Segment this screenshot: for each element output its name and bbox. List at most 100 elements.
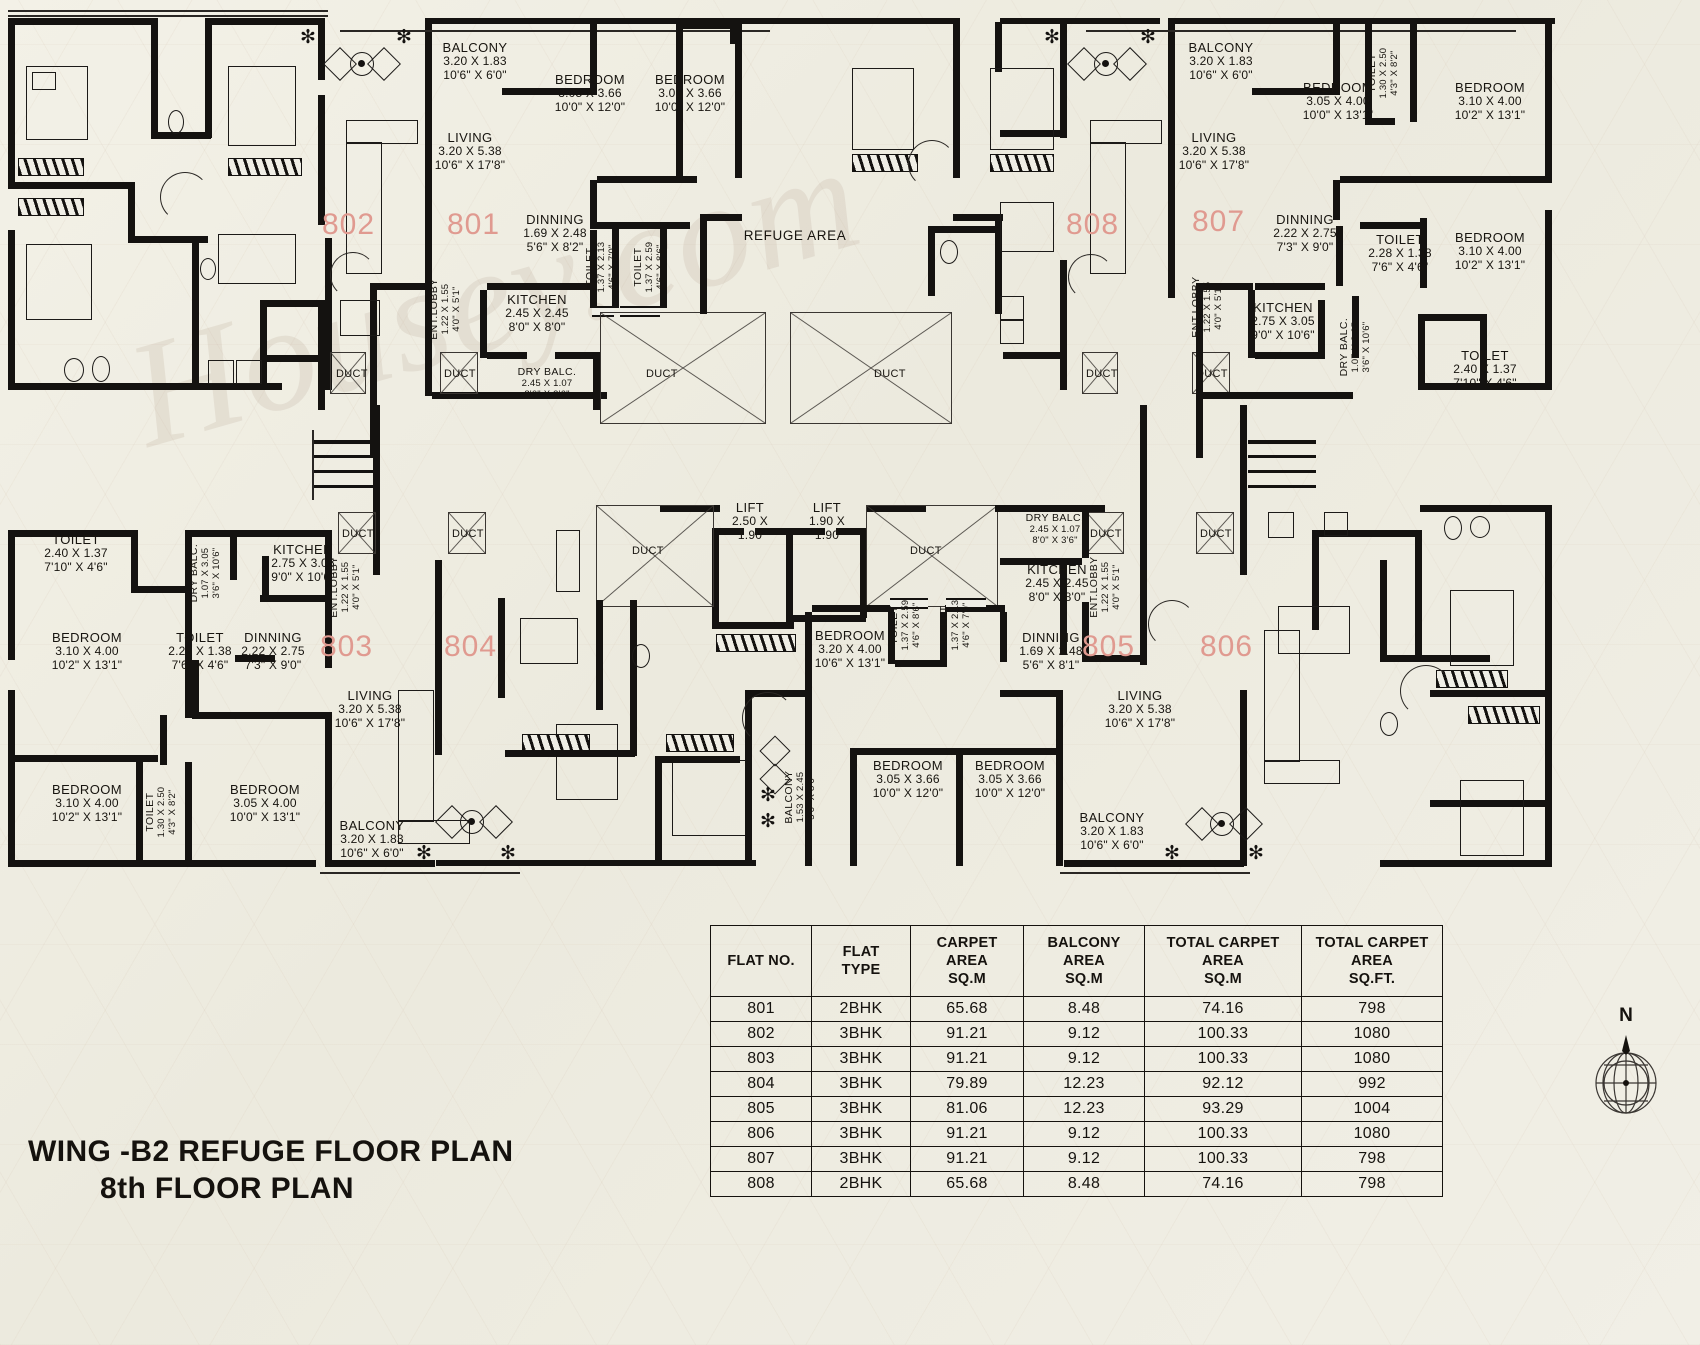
room-dim-m: 2.75 X 3.05 <box>271 556 335 571</box>
sofa <box>340 300 380 336</box>
cell-total-sqm: 93.29 <box>1144 1096 1302 1123</box>
wall <box>370 283 432 290</box>
counter <box>556 530 580 592</box>
door-swing <box>1068 254 1114 300</box>
wc <box>168 110 184 134</box>
room-name: BEDROOM <box>52 630 122 645</box>
wall <box>192 660 199 718</box>
counter <box>1324 512 1348 536</box>
wall <box>660 226 667 308</box>
room-name: BEDROOM <box>1455 80 1525 95</box>
page-title: WING -B2 REFUGE FLOOR PLAN 8th FLOOR PLA… <box>28 1133 513 1207</box>
room-dim-m: 3.20 X 1.83 <box>1189 54 1253 69</box>
cell-flat-type: 3BHK <box>811 1146 911 1173</box>
room-name: ENT.LOBBY <box>427 278 440 340</box>
wall <box>712 528 744 535</box>
door-swing <box>1148 600 1196 648</box>
compass-needle <box>1622 1035 1630 1055</box>
wall <box>752 690 807 697</box>
wall <box>505 750 635 757</box>
room-label-ent-lobby: ENT.LOBBY 1.22 X 1.55 4'0" X 5'1" <box>328 532 362 642</box>
col-header-line: SQ.M <box>1204 971 1242 988</box>
room-label-kitchen: KITCHEN 2.75 X 3.05 9'0" X 10'6" <box>1218 300 1348 343</box>
wall <box>128 182 135 242</box>
room-dim-m: 1.30 X 2.50 <box>156 786 168 838</box>
door-swing <box>330 252 376 298</box>
wall <box>630 600 637 756</box>
balcony-rail <box>8 15 328 17</box>
wall <box>262 556 269 598</box>
patio-table <box>460 810 484 834</box>
room-dim-ft: 10'6" X 17'8" <box>1178 157 1250 172</box>
wall <box>502 88 597 95</box>
plant-icon: ✻ <box>1248 843 1264 864</box>
room-dim-m: 3.20 X 1.83 <box>1080 824 1144 839</box>
cell-total-sqft: 1080 <box>1301 1121 1443 1148</box>
wall <box>318 18 325 80</box>
wall <box>1430 800 1550 807</box>
bed <box>990 68 1054 150</box>
sofa-l <box>1264 630 1300 762</box>
room-dim-m: 3.20 X 5.38 <box>1182 144 1246 159</box>
room-dim-m: 1.22 X 1.55 <box>340 561 352 613</box>
cell-balcony-sqm: 8.48 <box>1023 1171 1145 1198</box>
patio-table <box>1094 52 1118 76</box>
duct <box>866 505 998 607</box>
wall <box>590 22 597 92</box>
cell-carpet-sqm: 91.21 <box>910 1146 1024 1173</box>
lift-label-2: LIFT 1.90 X 1.90 <box>789 500 865 543</box>
wall <box>260 300 267 390</box>
wall <box>555 352 600 359</box>
room-label-dry-balc: DRY BALC. 1.07 X 3.05 3'6" X 10'6" <box>188 518 222 628</box>
cell-total-sqft: 1080 <box>1301 1046 1443 1073</box>
room-name: LIVING <box>1117 688 1163 703</box>
wall <box>425 296 432 396</box>
cell-flat-no: 807 <box>710 1146 812 1173</box>
wc <box>200 258 216 280</box>
counter <box>1268 512 1294 538</box>
wall <box>151 18 158 138</box>
room-name: TOILET <box>887 605 900 645</box>
wardrobe-hatch <box>18 158 84 176</box>
title-line-2: 8th FLOOR PLAN <box>100 1172 354 1206</box>
wall <box>1545 505 1552 865</box>
cell-flat-no: 802 <box>710 1021 812 1048</box>
wall <box>1340 176 1430 183</box>
wardrobe-hatch <box>666 734 734 752</box>
room-name: TOILET <box>937 605 950 645</box>
room-dim-ft: 4'6" X 7'0" <box>607 244 619 290</box>
wall <box>812 605 894 612</box>
duct-label: DUCT <box>1196 368 1228 380</box>
room-label-living: LIVING 3.20 X 5.38 10'6" X 17'8" <box>370 130 570 173</box>
room-dim-ft: 10'0" X 12'0" <box>974 785 1046 800</box>
wall <box>1420 218 1427 288</box>
room-dim-ft: 4'6" X 7'0" <box>961 602 973 648</box>
room-dim-m: 3.05 X 4.00 <box>233 796 297 811</box>
room-dim-m: 2.28 X 1.38 <box>1368 246 1432 261</box>
room-dim-ft: 4'0" X 5'1" <box>451 286 463 332</box>
flat-number-807: 807 <box>1192 205 1246 238</box>
room-label-balcony: BALCONY 3.20 X 1.83 10'6" X 6'0" <box>282 818 462 861</box>
wall <box>1255 352 1325 359</box>
wall <box>895 660 945 667</box>
plant-icon: ✻ <box>396 27 412 48</box>
room-label-living: LIVING 3.20 X 5.38 10'6" X 17'8" <box>280 688 460 731</box>
room-dim-m: 1.69 X 2.48 <box>523 226 587 241</box>
room-dim-m: 1.07 X 3.05 <box>1350 321 1362 373</box>
room-dim-m: 2.45 X 2.45 <box>1025 576 1089 591</box>
room-dim-ft: 10'6" X 13'1" <box>814 655 886 670</box>
wall <box>312 470 380 473</box>
wc <box>940 240 958 264</box>
wall <box>370 283 377 458</box>
wall <box>1480 314 1487 390</box>
wall <box>185 586 192 718</box>
cell-balcony-sqm: 9.12 <box>1023 1021 1145 1048</box>
room-dim-ft: 10'2" X 13'1" <box>1454 107 1526 122</box>
wall <box>1415 530 1422 660</box>
cell-carpet-sqm: 91.21 <box>910 1121 1024 1148</box>
room-name: KITCHEN <box>507 292 567 307</box>
wall <box>151 132 211 139</box>
